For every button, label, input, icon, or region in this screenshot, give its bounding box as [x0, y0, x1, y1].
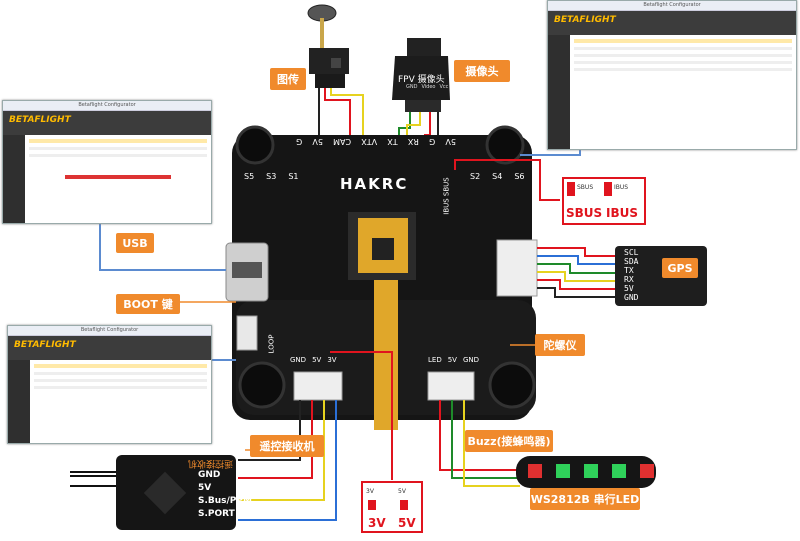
- bottom-right-pins: LED 5V GND: [428, 356, 479, 364]
- pin-label: Video: [421, 84, 436, 90]
- motor-pads-left: S5 S3 S1: [244, 172, 299, 181]
- sbus-label: SBUS: [566, 206, 603, 220]
- pin-label: LED: [428, 356, 442, 364]
- pin-label: GND: [462, 356, 480, 364]
- voltage-jumper-5v: 5V: [398, 488, 406, 495]
- voltage-jumper-3v: 3V: [366, 488, 374, 495]
- ports-panel: [30, 360, 211, 443]
- pin-label: 5V: [312, 356, 322, 364]
- pin-label: VTX: [361, 137, 378, 146]
- gps-pin-label: 5V: [624, 284, 634, 293]
- ibus-label: IBUS: [606, 206, 638, 220]
- board-brand: HAKRC: [340, 175, 409, 193]
- gps-pin-label: SDA: [624, 257, 639, 266]
- receiver-pin-label: S.PORT: [198, 509, 235, 519]
- betaflight-logo: BETAFLIGHT: [14, 340, 76, 350]
- window-title: Betaflight Configurator: [3, 101, 211, 111]
- setup-panel: [25, 135, 211, 223]
- 3v-label: 3V: [368, 516, 386, 530]
- boot-tag: BOOT 键: [116, 294, 180, 314]
- gyro-tag: 陀螺仪: [535, 334, 585, 356]
- jumper-text-sbus: SBUS: [577, 184, 594, 191]
- sidebar: [548, 35, 570, 149]
- gps-pin-label: GND: [624, 293, 639, 302]
- configurator-window-bottom-left: Betaflight Configurator BETAFLIGHT: [7, 325, 212, 444]
- buzzer-tag: Buzz(接蜂鸣器): [465, 430, 553, 452]
- ports-panel: [570, 35, 796, 149]
- motor-pad-label: S3: [266, 172, 277, 181]
- motor-pad-label: S5: [244, 172, 255, 181]
- gps-pins: SCL SDA TX RX 5V GND: [624, 248, 638, 302]
- betaflight-logo: BETAFLIGHT: [9, 115, 71, 125]
- pin-label: 5V: [312, 137, 323, 146]
- pin-label: 5V: [445, 137, 456, 146]
- receiver-pins: GND 5V S.Bus/PPM S.PORT: [198, 470, 252, 519]
- sbus-ibus-label: IBUS SBUS: [442, 177, 451, 215]
- motor-pad-label: S4: [492, 172, 503, 181]
- board-top-pins: 5V G RX TX VTX CAM 5V G: [296, 137, 456, 146]
- receiver-pin-label: S.Bus/PPM: [198, 496, 252, 506]
- receiver-pin-label: 5V: [198, 483, 212, 493]
- jumper-text-ibus: IBUS: [614, 184, 629, 191]
- pin-label: RX: [407, 137, 419, 146]
- gps-pin-label: TX: [624, 266, 634, 275]
- 5v-label: 5V: [398, 516, 416, 530]
- window-title: Betaflight Configurator: [548, 1, 796, 11]
- gps-pin-label: SCL: [624, 248, 639, 257]
- pin-label: CAM: [333, 137, 352, 146]
- pin-label: G: [429, 137, 436, 146]
- pin-label: TX: [387, 137, 398, 146]
- pin-label: GND: [406, 84, 418, 90]
- usb-tag: USB: [116, 233, 154, 253]
- motor-pad-label: S6: [514, 172, 525, 181]
- pin-label: Vcc: [439, 84, 449, 90]
- betaflight-logo: BETAFLIGHT: [554, 15, 616, 25]
- receiver-pin-label: GND: [198, 470, 221, 480]
- motor-pad-label: S2: [470, 172, 481, 181]
- loop-label: LOOP: [267, 334, 276, 354]
- sidebar: [8, 360, 30, 443]
- configurator-window-top-right: Betaflight Configurator BETAFLIGHT: [547, 0, 797, 150]
- pin-label: 5V: [447, 356, 457, 364]
- vtx-tag: 图传: [270, 68, 306, 90]
- pin-label: 3V: [327, 356, 337, 364]
- camera-tag: 摄像头: [454, 60, 510, 82]
- pin-label: G: [296, 137, 303, 146]
- receiver-tag: 遥控接收机: [250, 435, 324, 457]
- sidebar: [3, 135, 25, 223]
- configurator-window-left: Betaflight Configurator BETAFLIGHT: [2, 100, 212, 224]
- gps-pin-label: RX: [624, 275, 634, 284]
- camera-pins: GND Video Vcc: [406, 84, 448, 90]
- motor-pads-right: S2 S4 S6: [470, 172, 525, 181]
- pin-label: GND: [290, 356, 307, 364]
- bottom-left-pins: GND 5V 3V: [290, 356, 337, 364]
- motor-pad-label: S1: [288, 172, 299, 181]
- gps-tag: GPS: [662, 258, 698, 278]
- camera-name: FPV 摄像头: [398, 75, 445, 85]
- window-title: Betaflight Configurator: [8, 326, 211, 336]
- led-strip-tag: WS2812B 串行LED: [530, 488, 640, 510]
